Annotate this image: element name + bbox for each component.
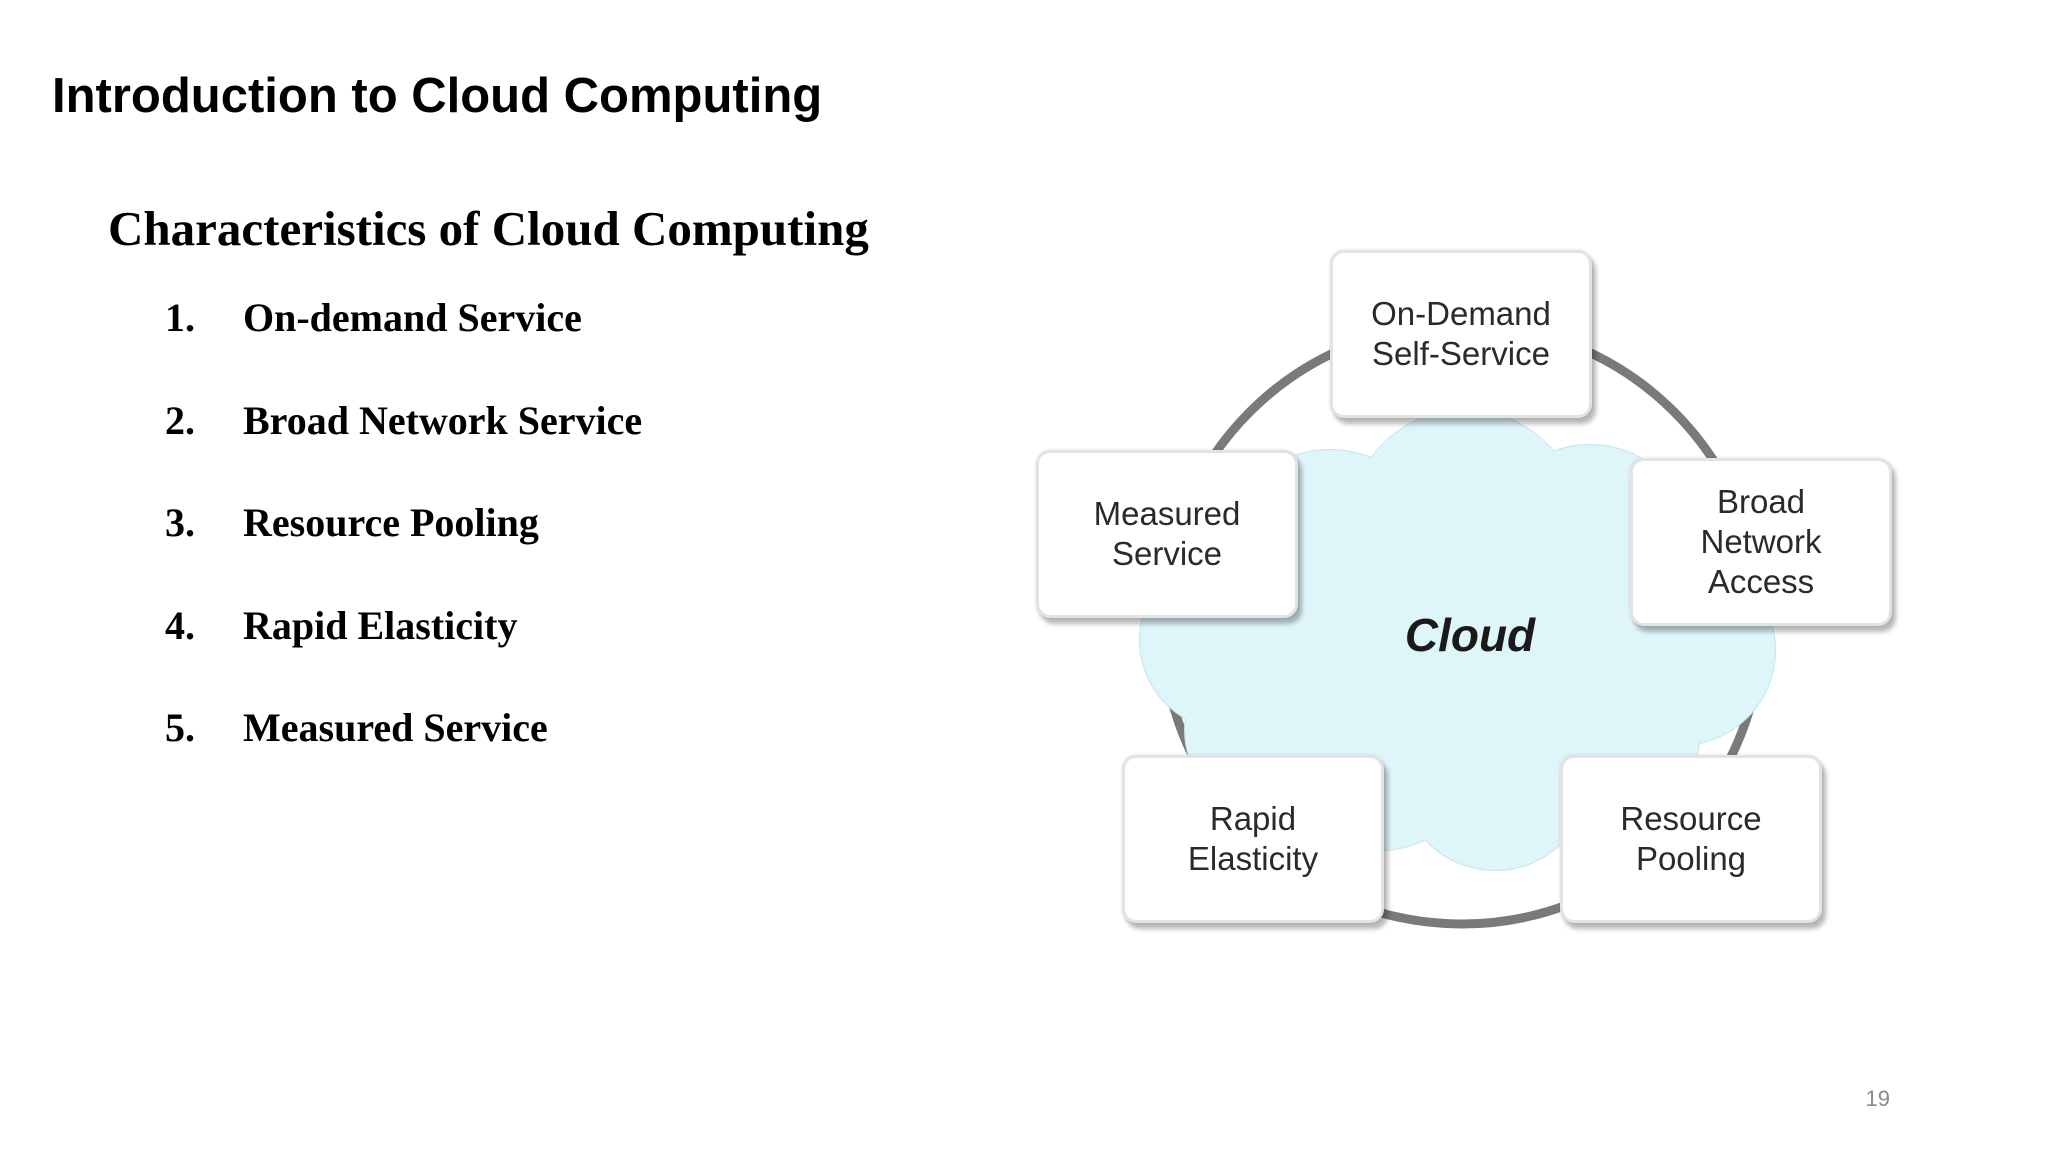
list-item-number: 2. xyxy=(165,397,195,443)
characteristics-list: 1. On-demand Service 2. Broad Network Se… xyxy=(165,296,642,809)
list-item-label: On-demand Service xyxy=(243,295,582,340)
list-item-label: Broad Network Service xyxy=(243,397,643,443)
list-item-number: 4. xyxy=(165,602,195,648)
list-item: 5. Measured Service xyxy=(165,706,642,809)
list-item-number: 1. xyxy=(165,295,195,340)
box-resource-pooling: Resource Pooling xyxy=(1560,755,1822,923)
section-heading: Characteristics of Cloud Computing xyxy=(108,201,869,256)
box-on-demand-self-service: On-Demand Self-Service xyxy=(1330,250,1592,418)
list-item: 4. Rapid Elasticity xyxy=(165,602,642,707)
box-broad-network-access: Broad Network Access xyxy=(1630,458,1892,626)
list-item-label: Resource Pooling xyxy=(243,500,539,545)
box-measured-service: Measured Service xyxy=(1036,450,1298,618)
list-item: 1. On-demand Service xyxy=(165,296,642,399)
list-item-label: Measured Service xyxy=(243,705,548,750)
box-rapid-elasticity: Rapid Elasticity xyxy=(1122,755,1384,923)
list-item-label: Rapid Elasticity xyxy=(243,602,518,648)
list-item-number: 3. xyxy=(165,500,195,545)
list-item: 3. Resource Pooling xyxy=(165,501,642,604)
slide-title: Introduction to Cloud Computing xyxy=(52,69,823,123)
list-item-number: 5. xyxy=(165,705,195,750)
page-number: 19 xyxy=(1865,1086,1890,1111)
cloud-characteristics-diagram: Cloud On-Demand Self-Service Measured Se… xyxy=(1000,230,1920,970)
cloud-label: Cloud xyxy=(1404,609,1536,661)
list-item: 2. Broad Network Service xyxy=(165,397,643,502)
